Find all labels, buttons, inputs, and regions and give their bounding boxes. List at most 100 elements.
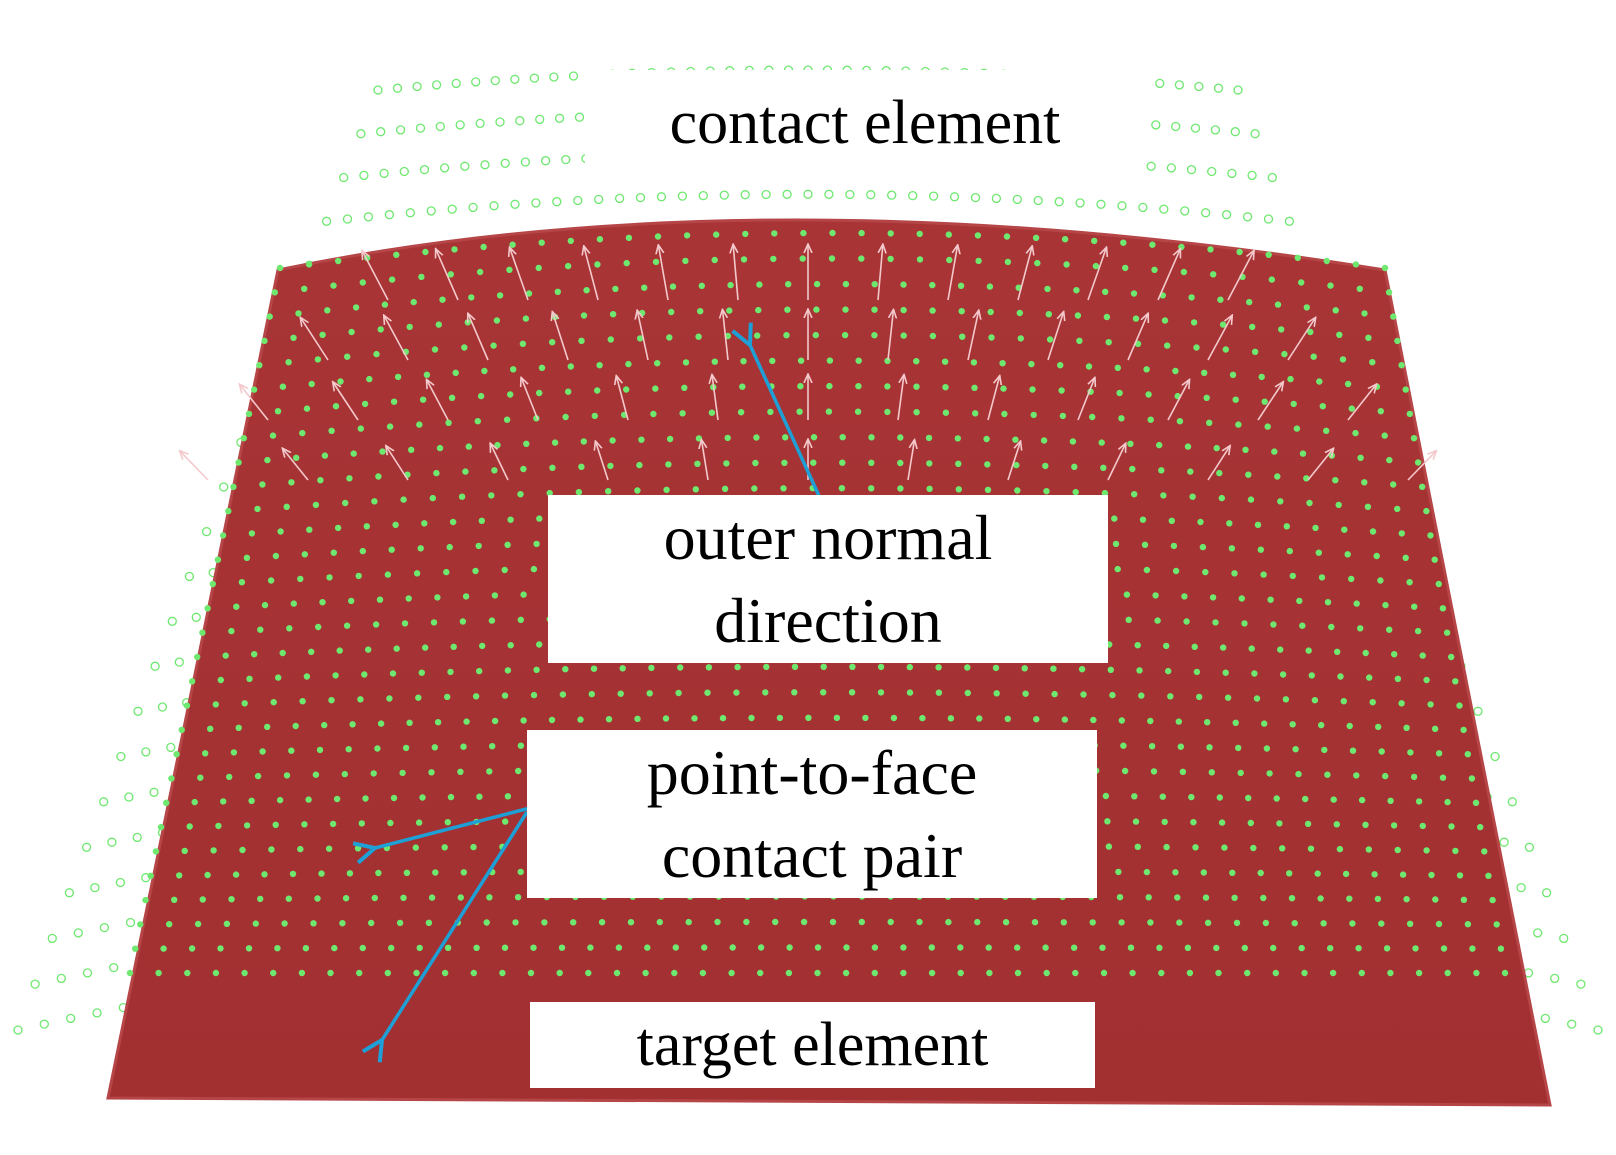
- surface-node: [447, 793, 455, 801]
- surface-node: [740, 358, 747, 365]
- surface-node: [329, 820, 337, 828]
- surface-node: [460, 869, 467, 876]
- surface-node: [986, 283, 994, 290]
- surface-node: [235, 724, 242, 731]
- surface-node: [390, 398, 398, 405]
- surface-node: [346, 870, 354, 877]
- contact-node: [460, 161, 470, 171]
- surface-node: [591, 412, 598, 420]
- surface-node: [1184, 944, 1192, 951]
- normal-arrow: [436, 250, 459, 301]
- surface-node: [929, 307, 936, 314]
- surface-node: [1346, 722, 1353, 730]
- surface-node: [1107, 666, 1115, 673]
- surface-node: [1104, 818, 1111, 825]
- surface-node: [681, 384, 688, 391]
- surface-node: [1203, 394, 1210, 401]
- surface-node: [1456, 702, 1463, 709]
- contact-node: [561, 154, 571, 165]
- contact-node: [908, 190, 918, 201]
- surface-node: [1167, 693, 1174, 700]
- surface-node: [362, 795, 369, 802]
- contact-node: [928, 191, 939, 201]
- surface-node: [1136, 667, 1143, 674]
- surface-node: [1289, 721, 1296, 728]
- surface-node: [1410, 773, 1418, 781]
- surface-node: [1218, 494, 1226, 502]
- contact-node: [866, 190, 876, 200]
- surface-node: [207, 725, 214, 732]
- surface-node: [843, 944, 850, 951]
- surface-node: [757, 944, 765, 951]
- surface-node: [941, 358, 949, 365]
- surface-node: [1334, 648, 1341, 655]
- contact-node: [1267, 172, 1277, 183]
- normal-arrow: [1347, 385, 1376, 421]
- surface-node: [449, 518, 457, 526]
- surface-node: [1332, 307, 1339, 314]
- surface-node: [754, 332, 761, 339]
- surface-node: [504, 667, 512, 674]
- surface-node: [1270, 944, 1277, 952]
- contact-node: [359, 170, 369, 181]
- surface-node: [607, 462, 614, 470]
- contact-node: [510, 199, 520, 209]
- surface-node: [1398, 530, 1406, 537]
- surface-node: [1183, 618, 1190, 625]
- surface-node: [350, 450, 357, 457]
- surface-node: [1246, 298, 1253, 306]
- surface-node: [422, 644, 429, 651]
- surface-node: [279, 649, 286, 657]
- surface-node: [254, 505, 261, 513]
- surface-node: [1141, 541, 1149, 548]
- surface-node: [1348, 575, 1355, 583]
- surface-node: [388, 276, 396, 283]
- surface-node: [1238, 595, 1246, 602]
- surface-node: [1177, 743, 1185, 750]
- surface-node: [271, 289, 278, 296]
- surface-node: [520, 465, 527, 473]
- surface-node: [374, 745, 381, 752]
- surface-node: [1327, 282, 1334, 289]
- surface-node: [594, 387, 601, 394]
- surface-node: [299, 698, 306, 705]
- surface-node: [1061, 236, 1069, 243]
- contact-node: [1567, 1019, 1577, 1029]
- surface-node: [642, 969, 649, 977]
- contact-node: [698, 190, 708, 201]
- surface-node: [1161, 317, 1169, 324]
- contact-node: [219, 482, 229, 492]
- contact-node: [405, 208, 415, 218]
- surface-node: [829, 229, 836, 237]
- surface-node: [1152, 592, 1159, 599]
- surface-node: [496, 292, 504, 299]
- surface-node: [1232, 396, 1239, 403]
- surface-node: [490, 342, 497, 349]
- surface-node: [371, 498, 378, 505]
- surface-node: [470, 969, 477, 977]
- surface-node: [1257, 869, 1264, 877]
- surface-node: [1387, 797, 1394, 804]
- contact-node: [141, 747, 151, 757]
- surface-node: [1316, 378, 1323, 385]
- surface-node: [163, 799, 170, 806]
- pointer-arrows: [375, 345, 822, 1040]
- surface-node: [1248, 645, 1255, 652]
- surface-node: [666, 334, 673, 341]
- surface-node: [743, 918, 750, 926]
- surface-node: [955, 486, 962, 493]
- surface-node: [1121, 767, 1129, 775]
- normal-arrow: [1017, 247, 1032, 301]
- surface-node: [1267, 596, 1274, 603]
- surface-node: [570, 919, 577, 926]
- contact-node: [1054, 197, 1064, 207]
- surface-node: [315, 623, 322, 631]
- surface-node: [1394, 846, 1401, 854]
- surface-node: [871, 306, 878, 313]
- normal-arrow: [1047, 312, 1063, 361]
- surface-node: [517, 616, 524, 623]
- surface-node: [871, 332, 878, 339]
- surface-node: [695, 333, 702, 340]
- surface-node: [1057, 362, 1064, 369]
- normal-arrow: [1287, 318, 1315, 361]
